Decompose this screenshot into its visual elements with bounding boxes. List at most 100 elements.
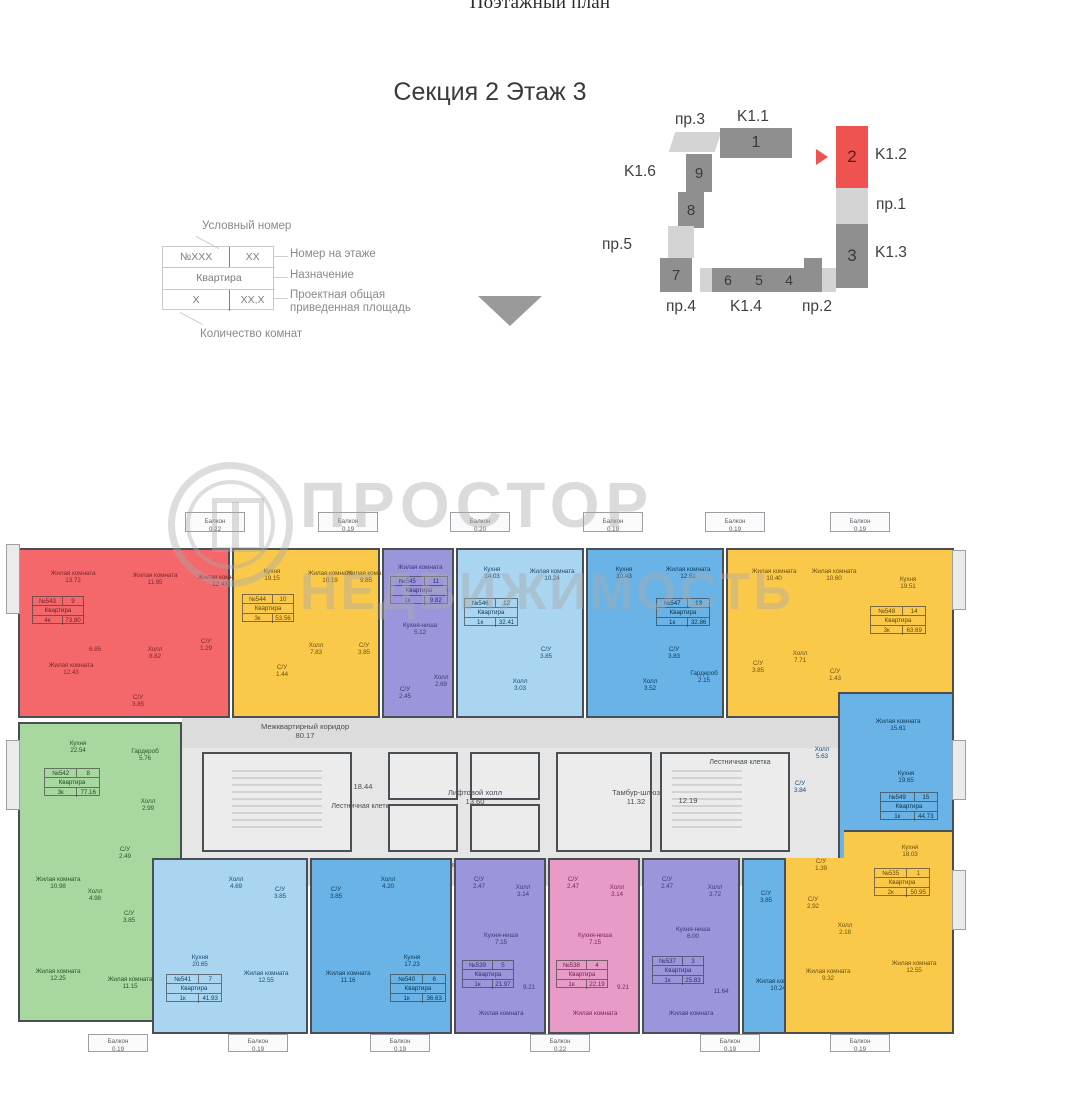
room-area: 3.72 xyxy=(708,891,722,899)
keyplan-block-2[interactable]: 2 xyxy=(836,126,868,188)
room-name: Жилая комната xyxy=(50,570,96,577)
room-name: Жилая комната xyxy=(243,970,289,977)
apartment-purpose: Квартира xyxy=(557,970,607,980)
apartment-floor-no: 15 xyxy=(922,793,930,801)
balcony-label: Балкон xyxy=(107,1038,129,1045)
legend-row-area: X XX,X xyxy=(163,289,275,311)
legend-label-purpose: Назначение xyxy=(290,269,354,281)
keyplan-label-k16: K1.6 xyxy=(624,163,656,180)
apartment-floor-no: 3 xyxy=(691,957,695,965)
common-area-value: 18.44 xyxy=(353,782,373,791)
room-name: С/У xyxy=(807,896,819,903)
balcony-area: 0.19 xyxy=(853,525,867,533)
room-area: 12.43 xyxy=(212,581,228,589)
apartment-rooms: 1к xyxy=(881,811,915,821)
apartment-537[interactable]: Кухня-ниша 6.00 Жилая комната 11.64 С/У … xyxy=(642,858,740,1034)
legend-rooms-count: X xyxy=(163,289,231,311)
keyplan-label-pr2: пр.2 xyxy=(802,298,832,315)
stairs-hatch xyxy=(672,770,742,832)
apartment-539[interactable]: Кухня-ниша 7.15 Жилая комната 9.21 С/У 2… xyxy=(454,858,546,1034)
apartment-area: 63.69 xyxy=(906,626,922,634)
room-name: Холл xyxy=(792,650,808,657)
room-area: 3.52 xyxy=(643,685,657,693)
apartment-floor-no: 11 xyxy=(432,577,439,585)
room-name: Холл xyxy=(140,798,156,805)
room-area: 2.99 xyxy=(141,805,155,813)
balcony-area: 0.19 xyxy=(853,1045,867,1053)
room-name: С/У xyxy=(276,664,288,671)
apartment-535[interactable]: Кухня 18.03 Жилая комната 12.55 Жилая ко… xyxy=(784,830,954,1034)
balcony-shape xyxy=(318,512,378,532)
room-area: 2.45 xyxy=(398,693,412,701)
apartment-area: 9.82 xyxy=(429,596,442,604)
apartment-546[interactable]: Кухня 14.03 Жилая комната 10.24 С/У 3.85… xyxy=(456,548,584,718)
keyplan-label-pr4: пр.4 xyxy=(666,298,696,315)
keyplan-block-7[interactable]: 7 xyxy=(660,258,692,292)
keyplan-block-8[interactable]: 8 xyxy=(678,192,704,228)
apartment-547[interactable]: Кухня 10.43 Жилая комната 12.61 С/У 3.83… xyxy=(586,548,724,718)
apartment-area: 77.16 xyxy=(80,788,96,796)
keyplan-block-3[interactable]: 3 xyxy=(836,224,868,288)
apartment-rooms: 1к xyxy=(465,617,497,627)
room-area: 1.29 xyxy=(199,645,213,653)
apartment-544[interactable]: Кухня 19.15 Жилая комната 10.19 Жилая ко… xyxy=(232,548,391,718)
room-name: С/У xyxy=(661,876,673,883)
keyplan-block-1[interactable]: 1 xyxy=(720,128,792,158)
legend-row-number: №XXX XX xyxy=(163,247,275,269)
keyplan-label-k12: K1.2 xyxy=(875,146,907,163)
apartment-purpose: Квартира xyxy=(391,586,447,596)
apartment-purpose: Квартира xyxy=(881,802,937,812)
room-area: 3.84 xyxy=(793,787,807,795)
apartment-area: 53.56 xyxy=(275,614,291,622)
keyplan-block-9[interactable]: 9 xyxy=(686,154,712,192)
room-name: Кухня-ниша xyxy=(483,932,518,939)
room-name: С/У xyxy=(358,642,370,649)
keyplan-block-4[interactable]: 4 xyxy=(774,268,804,292)
room-name: Холл xyxy=(515,884,531,891)
apartment-floor-no: 4 xyxy=(595,961,599,969)
room-area: 3.03 xyxy=(513,685,527,693)
room-name: Жилая комната xyxy=(751,568,797,575)
lift-shaft xyxy=(470,804,540,852)
apartment-purpose: Квартира xyxy=(653,966,703,976)
tambour-shape xyxy=(556,752,652,852)
common-area-value: 13.60 xyxy=(465,797,485,806)
keyplan-pr4-block xyxy=(700,268,712,292)
room-name: С/У xyxy=(119,846,131,853)
apartment-rooms: 3к xyxy=(45,787,78,797)
apartment-rooms: 3к xyxy=(871,625,904,635)
legend-label-area-line2: приведенная площадь xyxy=(290,302,411,314)
room-area: 20.65 xyxy=(192,961,208,969)
room-area: 3.85 xyxy=(273,893,287,901)
apartment-543[interactable]: Жилая комната 13.72 Жилая комната 11.95 … xyxy=(18,548,243,718)
keyplan-block-6[interactable]: 6 xyxy=(712,268,744,292)
keyplan-label-k11: K1.1 xyxy=(737,108,769,125)
apartment-purpose: Квартира xyxy=(463,970,513,980)
room-area: 19.65 xyxy=(898,777,914,785)
apartment-floor-no: 12 xyxy=(503,599,511,607)
legend-floor-number: XX xyxy=(245,251,260,264)
apartment-floor-no: 5 xyxy=(501,961,505,969)
room-name: Жилая комната xyxy=(197,574,243,581)
apartment-rooms: 1к xyxy=(653,975,683,985)
room-area: 3.85 xyxy=(539,653,553,661)
apartment-545[interactable]: Жилая комната Кухня-ниша 5.12 С/У 2.45 Х… xyxy=(382,548,454,718)
room-name: С/У xyxy=(760,890,772,897)
room-area: 9.21 xyxy=(522,984,536,991)
legend-top-label: Условный номер xyxy=(202,220,292,232)
common-area-value: 11.32 xyxy=(626,797,646,806)
room-area: 7.71 xyxy=(793,657,807,665)
room-name: Жилая комната xyxy=(665,566,711,573)
keyplan-block-5[interactable]: 5 xyxy=(744,268,774,292)
room-name: С/У xyxy=(567,876,579,883)
apartment-540[interactable]: Кухня 17.23 Жилая комната 11.16 Холл 4.2… xyxy=(310,858,452,1034)
apartment-rooms: 1к xyxy=(657,617,689,627)
balcony-shape xyxy=(450,512,510,532)
apartment-538[interactable]: Кухня-ниша 7.15 Жилая комната 9.21 С/У 2… xyxy=(548,858,640,1034)
apartment-541[interactable]: Кухня 20.65 Жилая комната 12.55 Холл 4.6… xyxy=(152,858,308,1034)
